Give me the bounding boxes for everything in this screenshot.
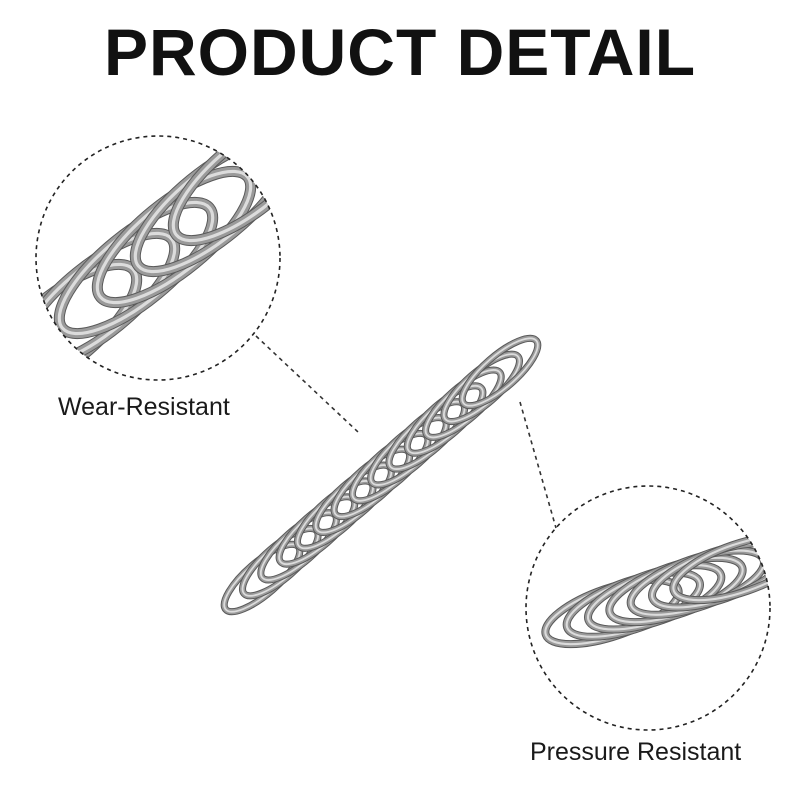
spring-coil (168, 136, 280, 246)
leader-line-wear (255, 335, 359, 433)
magnifier-circle-pressure (525, 485, 771, 731)
callout-label-pressure: Pressure Resistant (530, 738, 742, 766)
zoom-detail-wear (36, 136, 280, 380)
spring-coil (461, 337, 539, 407)
page-title: PRODUCT DETAIL (103, 15, 697, 89)
compression-spring-icon (220, 334, 542, 616)
magnifier-circle-wear (35, 135, 281, 381)
callout-label-wear: Wear-Resistant (58, 393, 230, 421)
spring-coil (672, 534, 770, 602)
leader-line-pressure (519, 401, 557, 529)
zoom-detail-pressure (541, 531, 770, 649)
